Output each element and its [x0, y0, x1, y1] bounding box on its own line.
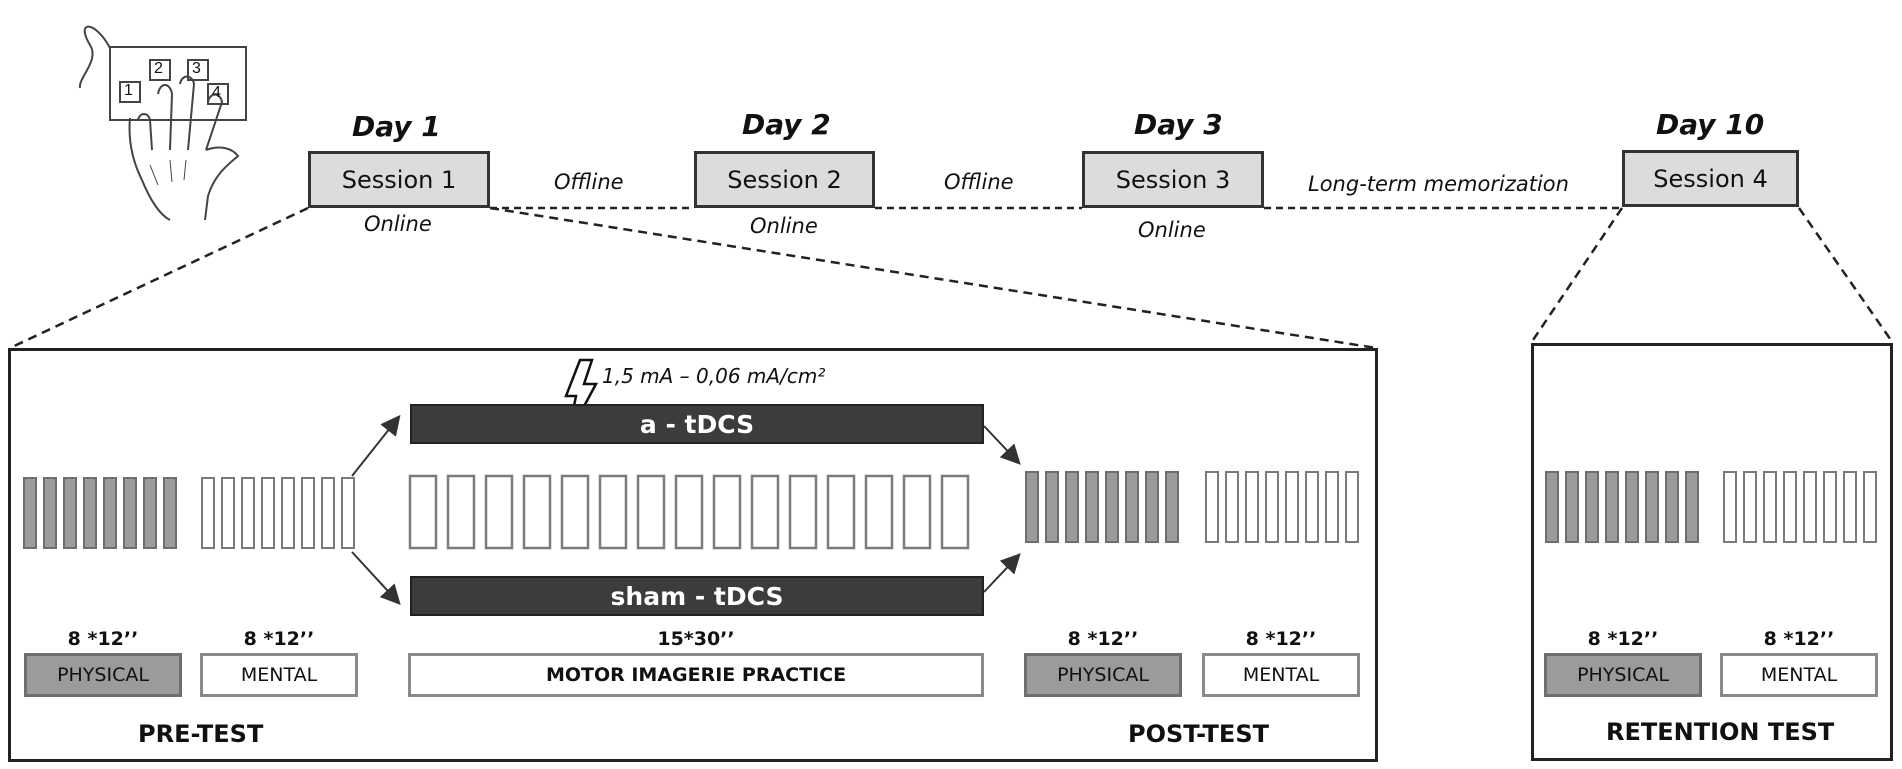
day-3-label: Day 3: [1134, 108, 1223, 141]
retention-physical-duration: 8 *12’’: [1587, 628, 1659, 650]
offline-label-1: Offline: [554, 170, 624, 194]
practice-trials: [408, 474, 970, 550]
pre-test-label: PRE-TEST: [138, 720, 264, 748]
retention-mental-trials: [1723, 471, 1877, 543]
practice-duration: 15*30’’: [657, 628, 735, 650]
keypad-key-3: 3: [192, 60, 201, 77]
keypad-key-1: 1: [124, 82, 133, 99]
stimulation-intensity-label: 1,5 mA – 0,06 mA/cm²: [602, 364, 826, 388]
pre-physical-duration: 8 *12’’: [67, 628, 139, 650]
sham-tdcs-bar: sham - tDCS: [410, 576, 984, 616]
keypad-key-4: 4: [212, 84, 221, 101]
session-3-box: Session 3: [1082, 151, 1264, 208]
practice-block: MOTOR IMAGERIE PRACTICE: [408, 653, 984, 697]
post-mental-trials: [1205, 471, 1359, 543]
post-physical-duration: 8 *12’’: [1067, 628, 1139, 650]
post-mental-duration: 8 *12’’: [1245, 628, 1317, 650]
post-mental-block: MENTAL: [1202, 653, 1360, 697]
active-tdcs-bar: a - tDCS: [410, 404, 984, 444]
pre-physical-trials: [23, 477, 177, 549]
day-1-label: Day 1: [352, 110, 441, 143]
day-2-label: Day 2: [742, 108, 831, 141]
retention-physical-trials: [1545, 471, 1699, 543]
session-2-box: Session 2: [694, 151, 875, 208]
pre-physical-block: PHYSICAL: [24, 653, 182, 697]
session-4-panel: [1531, 343, 1893, 761]
retention-test-label: RETENTION TEST: [1606, 718, 1835, 746]
session-1-panel: [8, 348, 1378, 762]
retention-physical-block: PHYSICAL: [1544, 653, 1702, 697]
zoom-lines: [9, 206, 1895, 350]
session-1-box: Session 1: [308, 151, 490, 208]
long-term-label: Long-term memorization: [1308, 172, 1569, 196]
retention-mental-block: MENTAL: [1720, 653, 1878, 697]
keypad-key-2: 2: [154, 60, 163, 77]
pre-mental-duration: 8 *12’’: [243, 628, 315, 650]
online-label-2: Online: [750, 214, 818, 238]
flow-arrows: [351, 414, 1021, 605]
post-test-label: POST-TEST: [1128, 720, 1269, 748]
day-10-label: Day 10: [1656, 108, 1765, 141]
online-label-3: Online: [1138, 218, 1206, 242]
retention-mental-duration: 8 *12’’: [1763, 628, 1835, 650]
post-physical-block: PHYSICAL: [1024, 653, 1182, 697]
online-label-1: Online: [364, 212, 432, 236]
keypad-hand-illustration: [78, 25, 247, 221]
offline-label-2: Offline: [944, 170, 1014, 194]
pre-mental-trials: [201, 477, 355, 549]
session-4-box: Session 4: [1622, 150, 1799, 207]
pre-mental-block: MENTAL: [200, 653, 358, 697]
post-physical-trials: [1025, 471, 1179, 543]
